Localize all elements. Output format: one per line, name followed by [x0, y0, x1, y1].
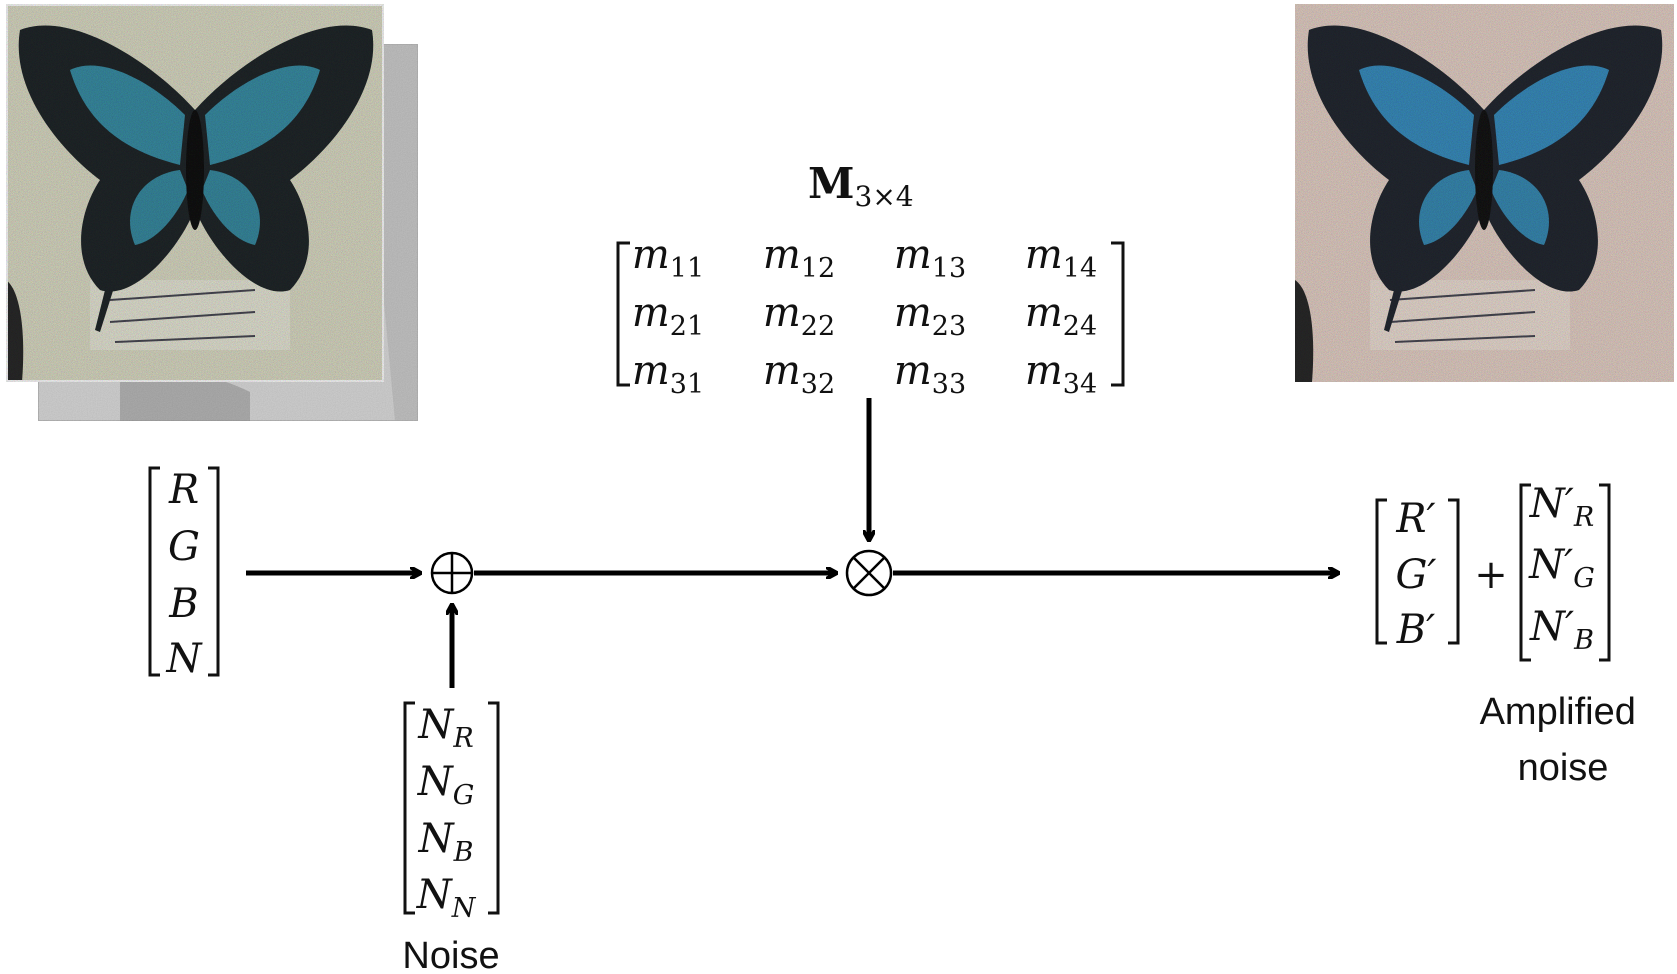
matrix-entry-14: m14	[1025, 232, 1097, 284]
noise-label: Noise	[402, 935, 499, 974]
matrix-entry-11: m11	[632, 232, 704, 284]
amplified-noise-label: Amplified noise	[1480, 691, 1647, 789]
noise-vector-entry-4: NN	[416, 872, 477, 924]
matrix-entry-31: m31	[632, 348, 704, 400]
amplified-noise-right-bracket	[1599, 483, 1611, 662]
matrix-m-block: M3×4 m11 m12 m13 m14 m21 m22 m23 m24 m31 m32 m33 m3…	[616, 159, 1125, 400]
adder-operator	[430, 551, 474, 595]
matrix-entry-23: m23	[894, 290, 966, 342]
amplified-noise-entry-2: N′G	[1528, 542, 1595, 594]
output-vector-left-bracket	[1375, 498, 1387, 645]
input-vector-entry-4: N	[166, 636, 204, 682]
noise-vector-entry-2: NG	[417, 759, 475, 811]
multiplier-operator	[845, 549, 893, 597]
matrix-entry-34: m34	[1025, 348, 1097, 400]
rgb-butterfly-photo	[4, 2, 386, 384]
output-vector-entries: R′ G′ B′	[1395, 496, 1436, 653]
matrix-entry-33: m33	[894, 348, 966, 400]
matrix-right-bracket	[1111, 241, 1125, 387]
input-vector-entry-2: G	[168, 524, 200, 570]
plus-sign: +	[1474, 552, 1508, 598]
output-vector-entry-3: B′	[1396, 607, 1435, 653]
matrix-entry-13: m13	[894, 232, 966, 284]
matrix-entry-21: m21	[632, 290, 704, 342]
noise-vector-entry-1: NR	[417, 702, 473, 754]
output-vector: R′ G′ B′	[1375, 496, 1460, 653]
input-vector-right-bracket	[208, 466, 220, 677]
output-vector-right-bracket	[1448, 498, 1460, 645]
matrix-entry-32: m32	[763, 348, 835, 400]
matrix-entry-22: m22	[763, 290, 835, 342]
input-vector-left-bracket	[148, 466, 160, 677]
amplified-noise-label-line-2: noise	[1518, 747, 1609, 789]
output-noisy-photo	[1295, 4, 1674, 382]
output-vector-entry-2: G′	[1395, 552, 1436, 598]
input-vector-entry-1: R	[168, 467, 199, 513]
noise-vector-entry-3: NB	[418, 816, 474, 868]
matrix-entry-24: m24	[1025, 290, 1097, 342]
amplified-noise-entry-3: N′B	[1529, 604, 1594, 656]
noise-vector-left-bracket	[403, 701, 415, 915]
noise-vector-right-bracket	[488, 701, 500, 915]
amplified-noise-label-line-1: Amplified	[1480, 691, 1636, 733]
amplified-noise-entry-1: N′R	[1529, 481, 1594, 533]
amplified-noise-entries: N′R N′G N′B	[1528, 481, 1595, 656]
matrix-entry-12: m12	[763, 232, 835, 284]
amplified-noise-vector: N′R N′G N′B Amplified noise	[1480, 481, 1647, 789]
output-vector-entry-1: R′	[1395, 496, 1435, 542]
matrix-title: M3×4	[808, 159, 914, 213]
matrix-m-entries: m11 m12 m13 m14 m21 m22 m23 m24 m31 m32 m33 m34	[632, 232, 1097, 400]
matrix-left-bracket	[616, 241, 630, 387]
input-vector-entry-3: B	[168, 581, 198, 627]
amplified-noise-left-bracket	[1519, 483, 1531, 662]
input-photo-stack	[4, 2, 419, 422]
